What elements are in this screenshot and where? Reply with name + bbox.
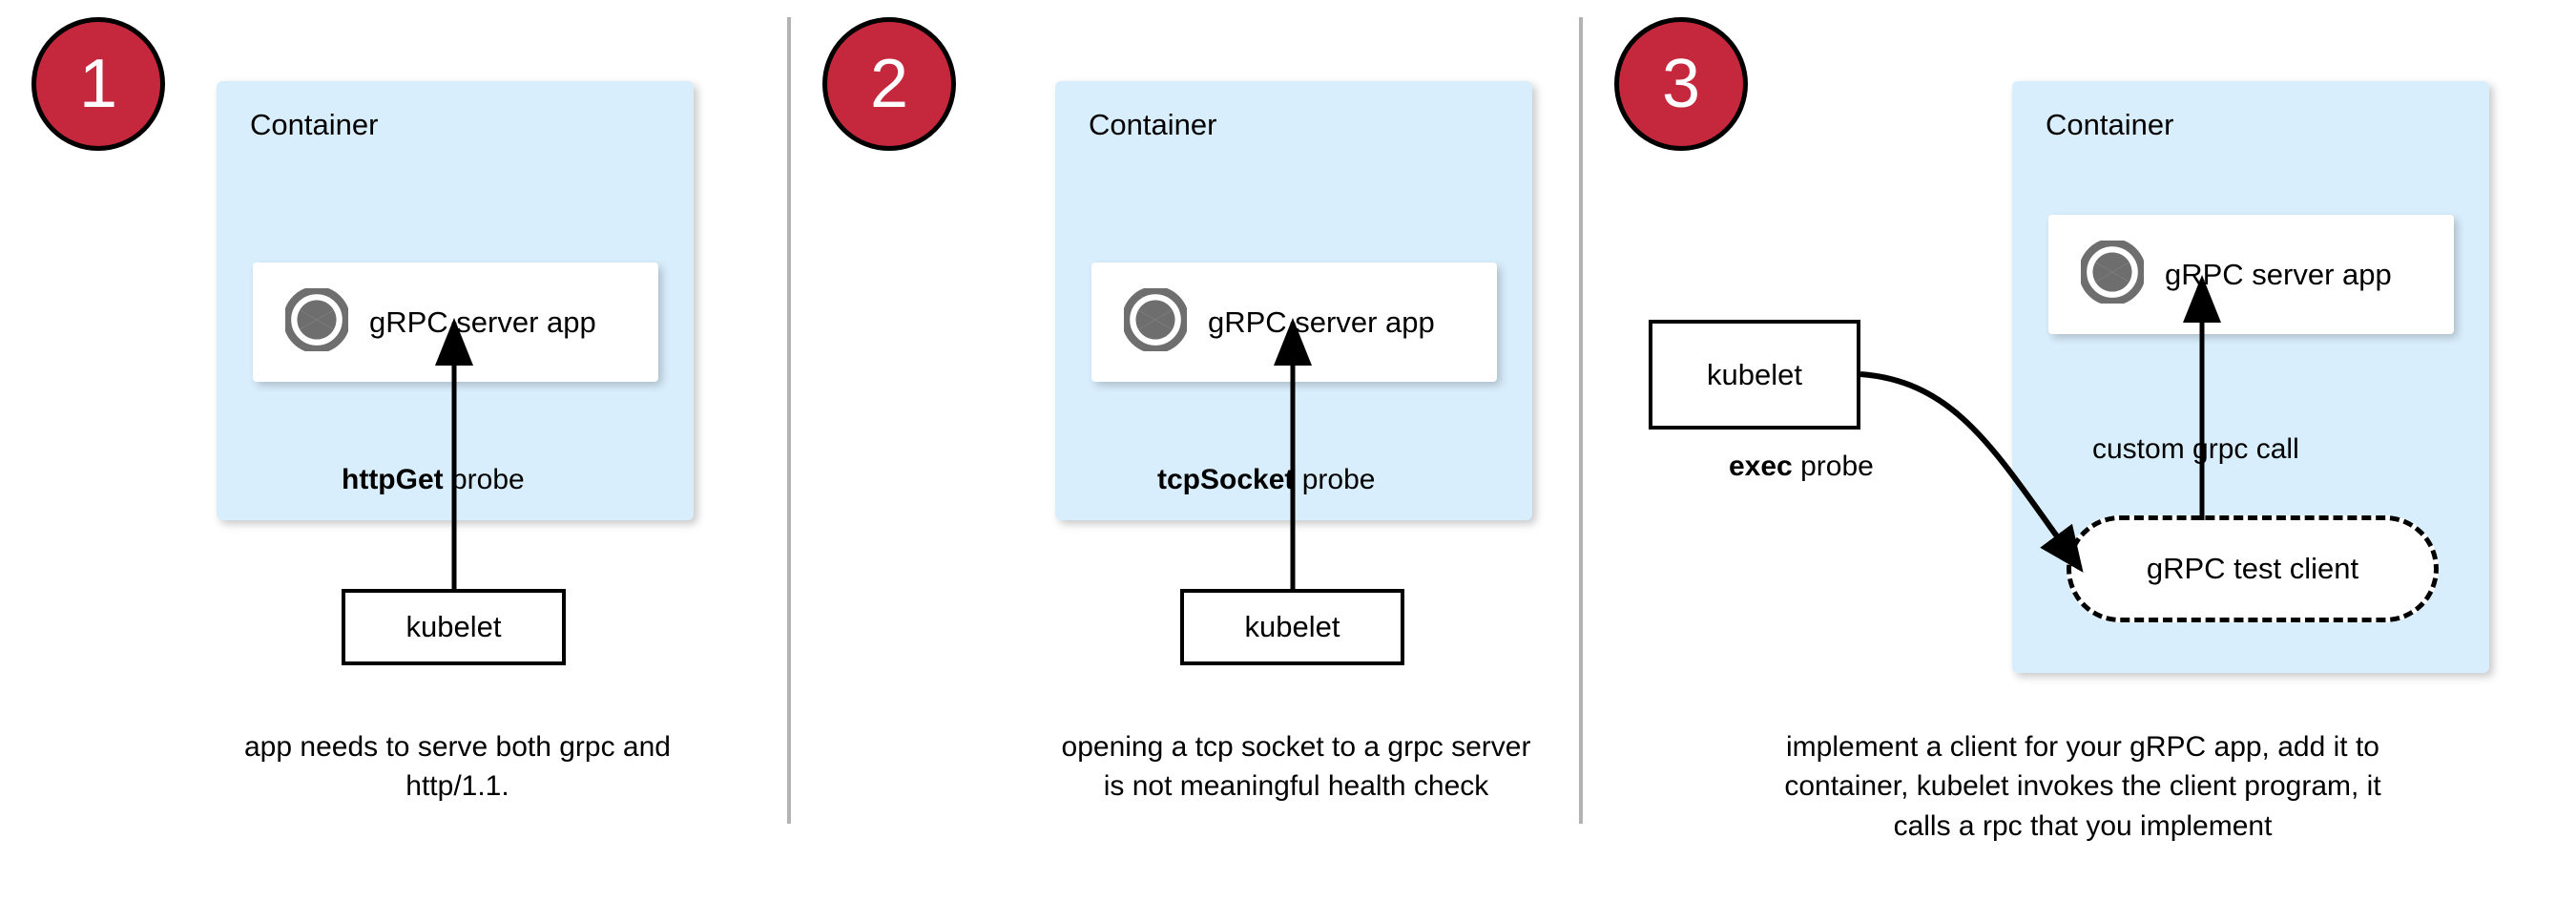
- step-badge-number: 2: [869, 46, 909, 122]
- panel-caption-2: opening a tcp socket to a grpc server is…: [1061, 731, 1531, 803]
- probe-type-bold: httpGet: [342, 464, 444, 495]
- probe-type-bold: exec: [1729, 451, 1793, 482]
- grpc-test-client-box: gRPC test client: [2067, 515, 2439, 622]
- container-box-3: Container: [2012, 81, 2489, 673]
- container-label: Container: [1089, 108, 1217, 141]
- probe-type-bold: tcpSocket: [1157, 464, 1295, 495]
- probe-type-rest: probe: [443, 464, 525, 495]
- httpget-probe-label: httpGet probe: [342, 464, 525, 496]
- grpc-aperture-icon: [282, 285, 351, 356]
- grpc-server-app-card-1: gRPC server app: [253, 262, 658, 382]
- panel-divider-2: [1579, 17, 1583, 824]
- panel-step-3: 3 Container: [1583, 0, 2576, 923]
- kubelet-label: kubelet: [1707, 357, 1802, 391]
- panel-step-1: 1 Container: [0, 0, 787, 923]
- tcpsocket-probe-label: tcpSocket probe: [1157, 464, 1375, 496]
- probe-type-rest: probe: [1792, 451, 1874, 482]
- step-badge-3: 3: [1614, 17, 1748, 151]
- panel-caption-1: app needs to serve both grpc and http/1.…: [244, 731, 671, 803]
- container-label: Container: [250, 108, 379, 141]
- panel-caption-3: implement a client for your gRPC app, ad…: [1784, 731, 2381, 842]
- probe-type-rest: probe: [1294, 464, 1376, 495]
- kubelet-box-2: kubelet: [1180, 589, 1404, 665]
- kubelet-box-3: kubelet: [1649, 320, 1860, 430]
- grpc-server-app-card-3: gRPC server app: [2048, 215, 2454, 334]
- container-box-1: Container: [217, 81, 694, 520]
- kubelet-box-1: kubelet: [342, 589, 566, 665]
- step-badge-number: 1: [78, 46, 118, 122]
- step-badge-1: 1: [31, 17, 165, 151]
- container-box-2: Container: [1055, 81, 1532, 520]
- grpc-test-client-label: gRPC test client: [2146, 552, 2359, 585]
- grpc-server-app-label: gRPC server app: [1208, 304, 1435, 339]
- grpc-server-app-label: gRPC server app: [2165, 257, 2392, 291]
- kubelet-label: kubelet: [405, 610, 502, 643]
- kubelet-label: kubelet: [1244, 610, 1340, 643]
- grpc-server-app-label: gRPC server app: [369, 304, 596, 339]
- grpc-aperture-icon: [1121, 285, 1190, 356]
- exec-probe-label: exec probe: [1729, 451, 1874, 483]
- grpc-server-app-card-2: gRPC server app: [1091, 262, 1497, 382]
- step-badge-2: 2: [822, 17, 956, 151]
- grpc-aperture-icon: [2078, 238, 2147, 308]
- custom-grpc-call-label: custom grpc call: [2092, 433, 2299, 465]
- step-badge-number: 3: [1661, 46, 1701, 122]
- container-label: Container: [2046, 108, 2174, 141]
- panel-step-2: 2 Container: [791, 0, 1579, 923]
- panel-divider-1: [787, 17, 791, 824]
